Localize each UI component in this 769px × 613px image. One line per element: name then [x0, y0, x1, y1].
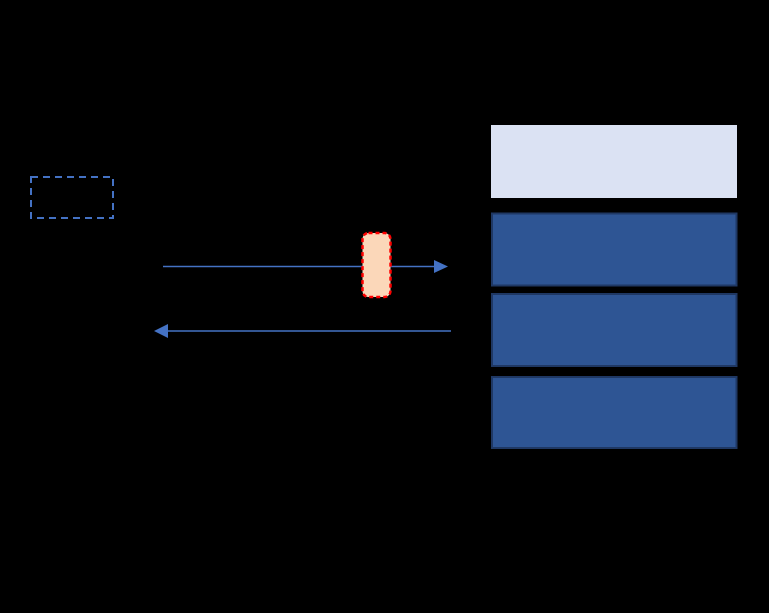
layer-stack	[491, 125, 738, 449]
dashed-outline-box	[30, 176, 114, 219]
layer-2-dark-rect	[491, 212, 738, 287]
left-arrow-connector	[154, 324, 451, 338]
left-arrowhead-icon	[154, 324, 168, 338]
layer-4-dark-rect	[491, 376, 738, 449]
right-arrowhead-icon	[434, 260, 448, 273]
layer-3-dark-rect	[491, 293, 738, 367]
highlighted-token-box	[361, 231, 392, 299]
layer-1-light-rect	[491, 125, 737, 198]
